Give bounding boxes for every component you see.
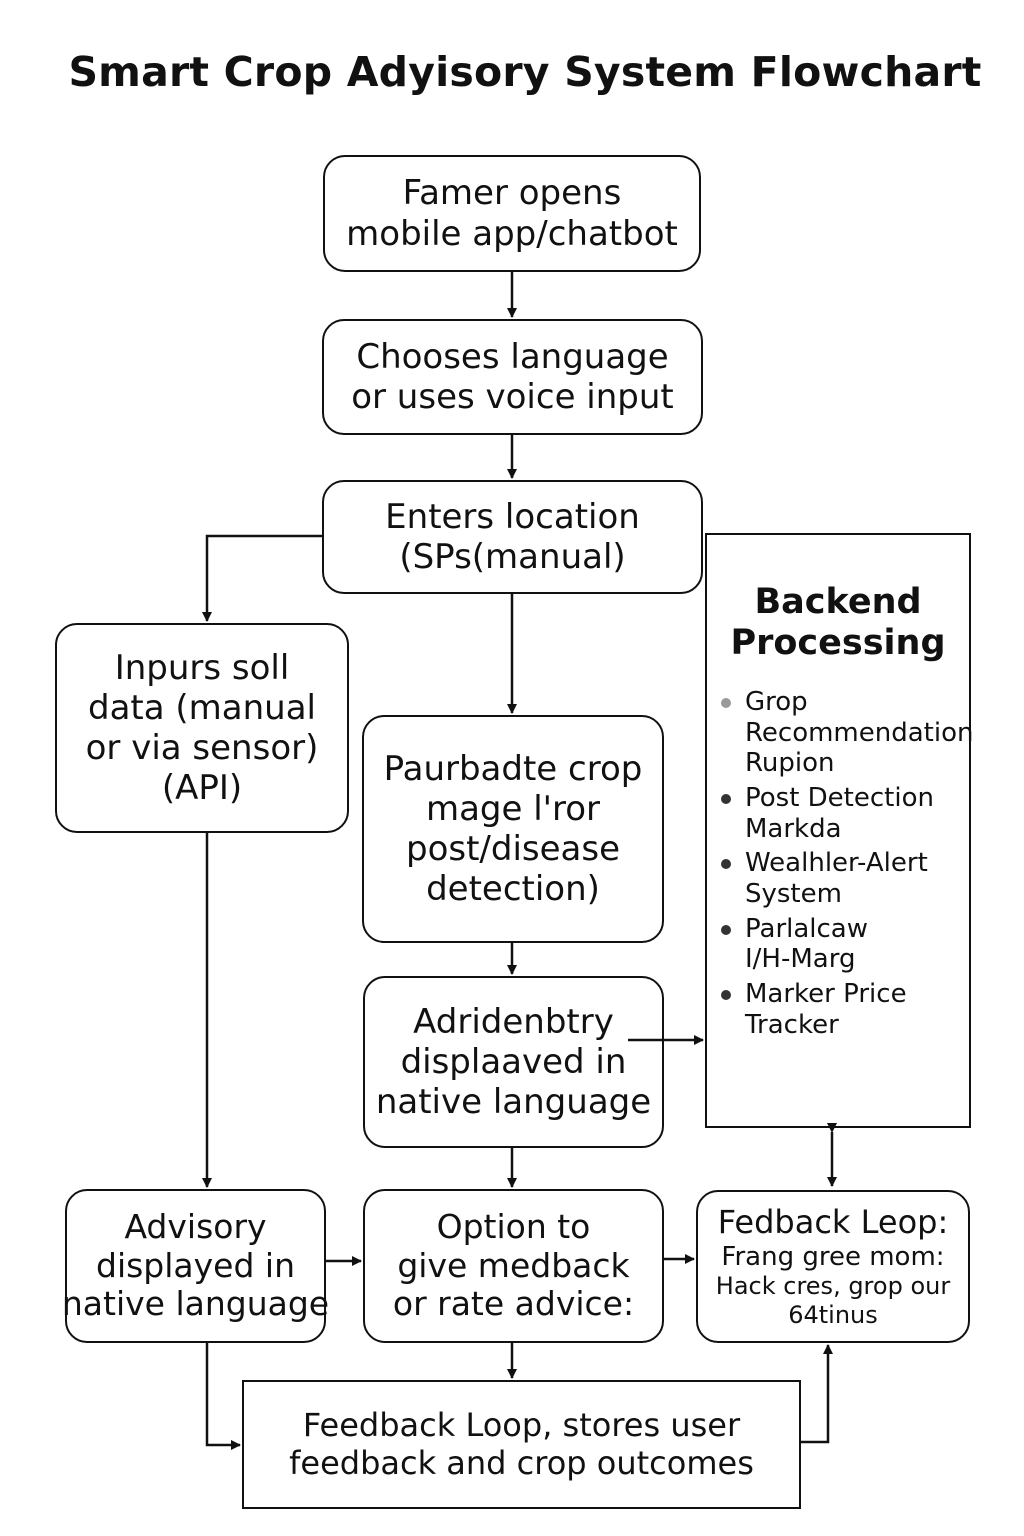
node-advisory-center: Adridenbtry displaaved in native languag…: [363, 976, 664, 1148]
node-text: Famer opens: [402, 173, 622, 214]
node-text: native language: [61, 1284, 330, 1324]
arrow-advisory-left-to-feedback-bottom: [205, 1343, 241, 1450]
node-text: Inpurs soll: [114, 647, 290, 688]
node-advisory-left: Advisory displayed in native language: [61, 1189, 330, 1343]
node-feedback-loop-bottom: Feedback Loop, stores user feedback and …: [242, 1380, 801, 1509]
backend-item: Wealhler-Alert System: [721, 848, 971, 909]
node-text: Frang gree mom:: [721, 1241, 945, 1272]
bullet-icon: [721, 698, 731, 708]
node-text: mobile app/chatbot: [346, 213, 678, 254]
bullet-icon: [721, 794, 731, 805]
backend-item: Parlalcaw I/H-Marg: [721, 914, 971, 975]
node-text: displaaved in: [400, 1041, 627, 1082]
node-text: give medback: [397, 1245, 630, 1285]
backend-item-text: System: [745, 879, 842, 910]
backend-item-text: Grop: [745, 687, 808, 717]
bullet-icon: [721, 990, 731, 1001]
backend-item-text: Wealhler-Alert: [745, 848, 928, 879]
node-text: native language: [375, 1082, 652, 1123]
backend-processing-panel: Backend Processing Grop Recommendation R…: [705, 533, 974, 1128]
backend-item-text: I/H-Marg: [745, 944, 856, 975]
node-text: displayed in: [96, 1245, 295, 1285]
node-text: Chooses language: [356, 336, 669, 377]
node-text: Paurbadte crop: [383, 748, 643, 789]
node-feedback-loop-right: Fedback Leop: Frang gree mom: Hack cres,…: [696, 1190, 970, 1343]
node-text: post/disease: [405, 829, 620, 869]
backend-item-text: Parlalcaw: [745, 913, 869, 944]
backend-list: Grop Recommendation Rupion Post Detectio…: [721, 687, 974, 1044]
node-text: or rate advice:: [392, 1284, 635, 1324]
backend-title-line: Processing: [730, 623, 946, 664]
backend-title-line: Backend: [754, 582, 922, 622]
backend-item-text: Marker Price: [745, 979, 907, 1010]
node-text: Hack cres, grop our: [715, 1272, 951, 1301]
backend-item-text: Rupion: [745, 748, 835, 779]
backend-item-text: Post Detection: [745, 783, 934, 814]
node-text: Fedback Leop:: [717, 1202, 949, 1241]
node-upload-crop-image: Paurbadte crop mage l'ror post/disease d…: [362, 715, 664, 943]
bullet-icon: [721, 924, 731, 935]
node-text: or uses voice input: [351, 377, 674, 417]
backend-title: Backend Processing: [707, 582, 969, 665]
node-text: feedback and crop outcomes: [289, 1443, 754, 1482]
node-text: mage l'ror: [425, 788, 601, 829]
node-inputs-soil-data: Inpurs soll data (manual or via sensor) …: [55, 623, 349, 833]
node-text: (SPs(manual): [399, 537, 626, 577]
arrow-location-to-soil: [202, 534, 322, 622]
node-farmer-opens: Famer opens mobile app/chatbot: [323, 155, 701, 272]
node-text: Enters location: [385, 496, 640, 537]
node-text: Advisory: [124, 1206, 267, 1246]
backend-item-text: Markda: [745, 813, 842, 844]
backend-item: Marker Price Tracker: [721, 979, 971, 1040]
backend-item: Post Detection Markda: [721, 783, 971, 844]
node-text: data (manual: [88, 687, 316, 728]
backend-item: Grop Recommendation Rupion: [721, 687, 974, 779]
node-text: Feedback Loop, stores user: [302, 1405, 741, 1444]
node-enters-location: Enters location (SPs(manual): [322, 480, 703, 594]
node-text: (API): [161, 768, 243, 809]
node-text: Option to: [436, 1206, 591, 1246]
diagram-title: Smart Crop Adyisory System Flowchart: [68, 48, 982, 96]
node-text: or via sensor): [85, 728, 319, 768]
node-text: Adridenbtry: [413, 1001, 614, 1042]
backend-item-text: Tracker: [745, 1009, 839, 1040]
node-text: 64tinus: [788, 1300, 878, 1329]
bullet-icon: [721, 859, 731, 870]
node-text: detection): [426, 869, 600, 910]
node-chooses-language: Chooses language or uses voice input: [322, 319, 703, 435]
node-option-feedback: Option to give medback or rate advice:: [363, 1189, 664, 1343]
backend-item-text: Recommendation: [745, 717, 974, 748]
arrow-feedback-bottom-to-right: [801, 1344, 833, 1444]
